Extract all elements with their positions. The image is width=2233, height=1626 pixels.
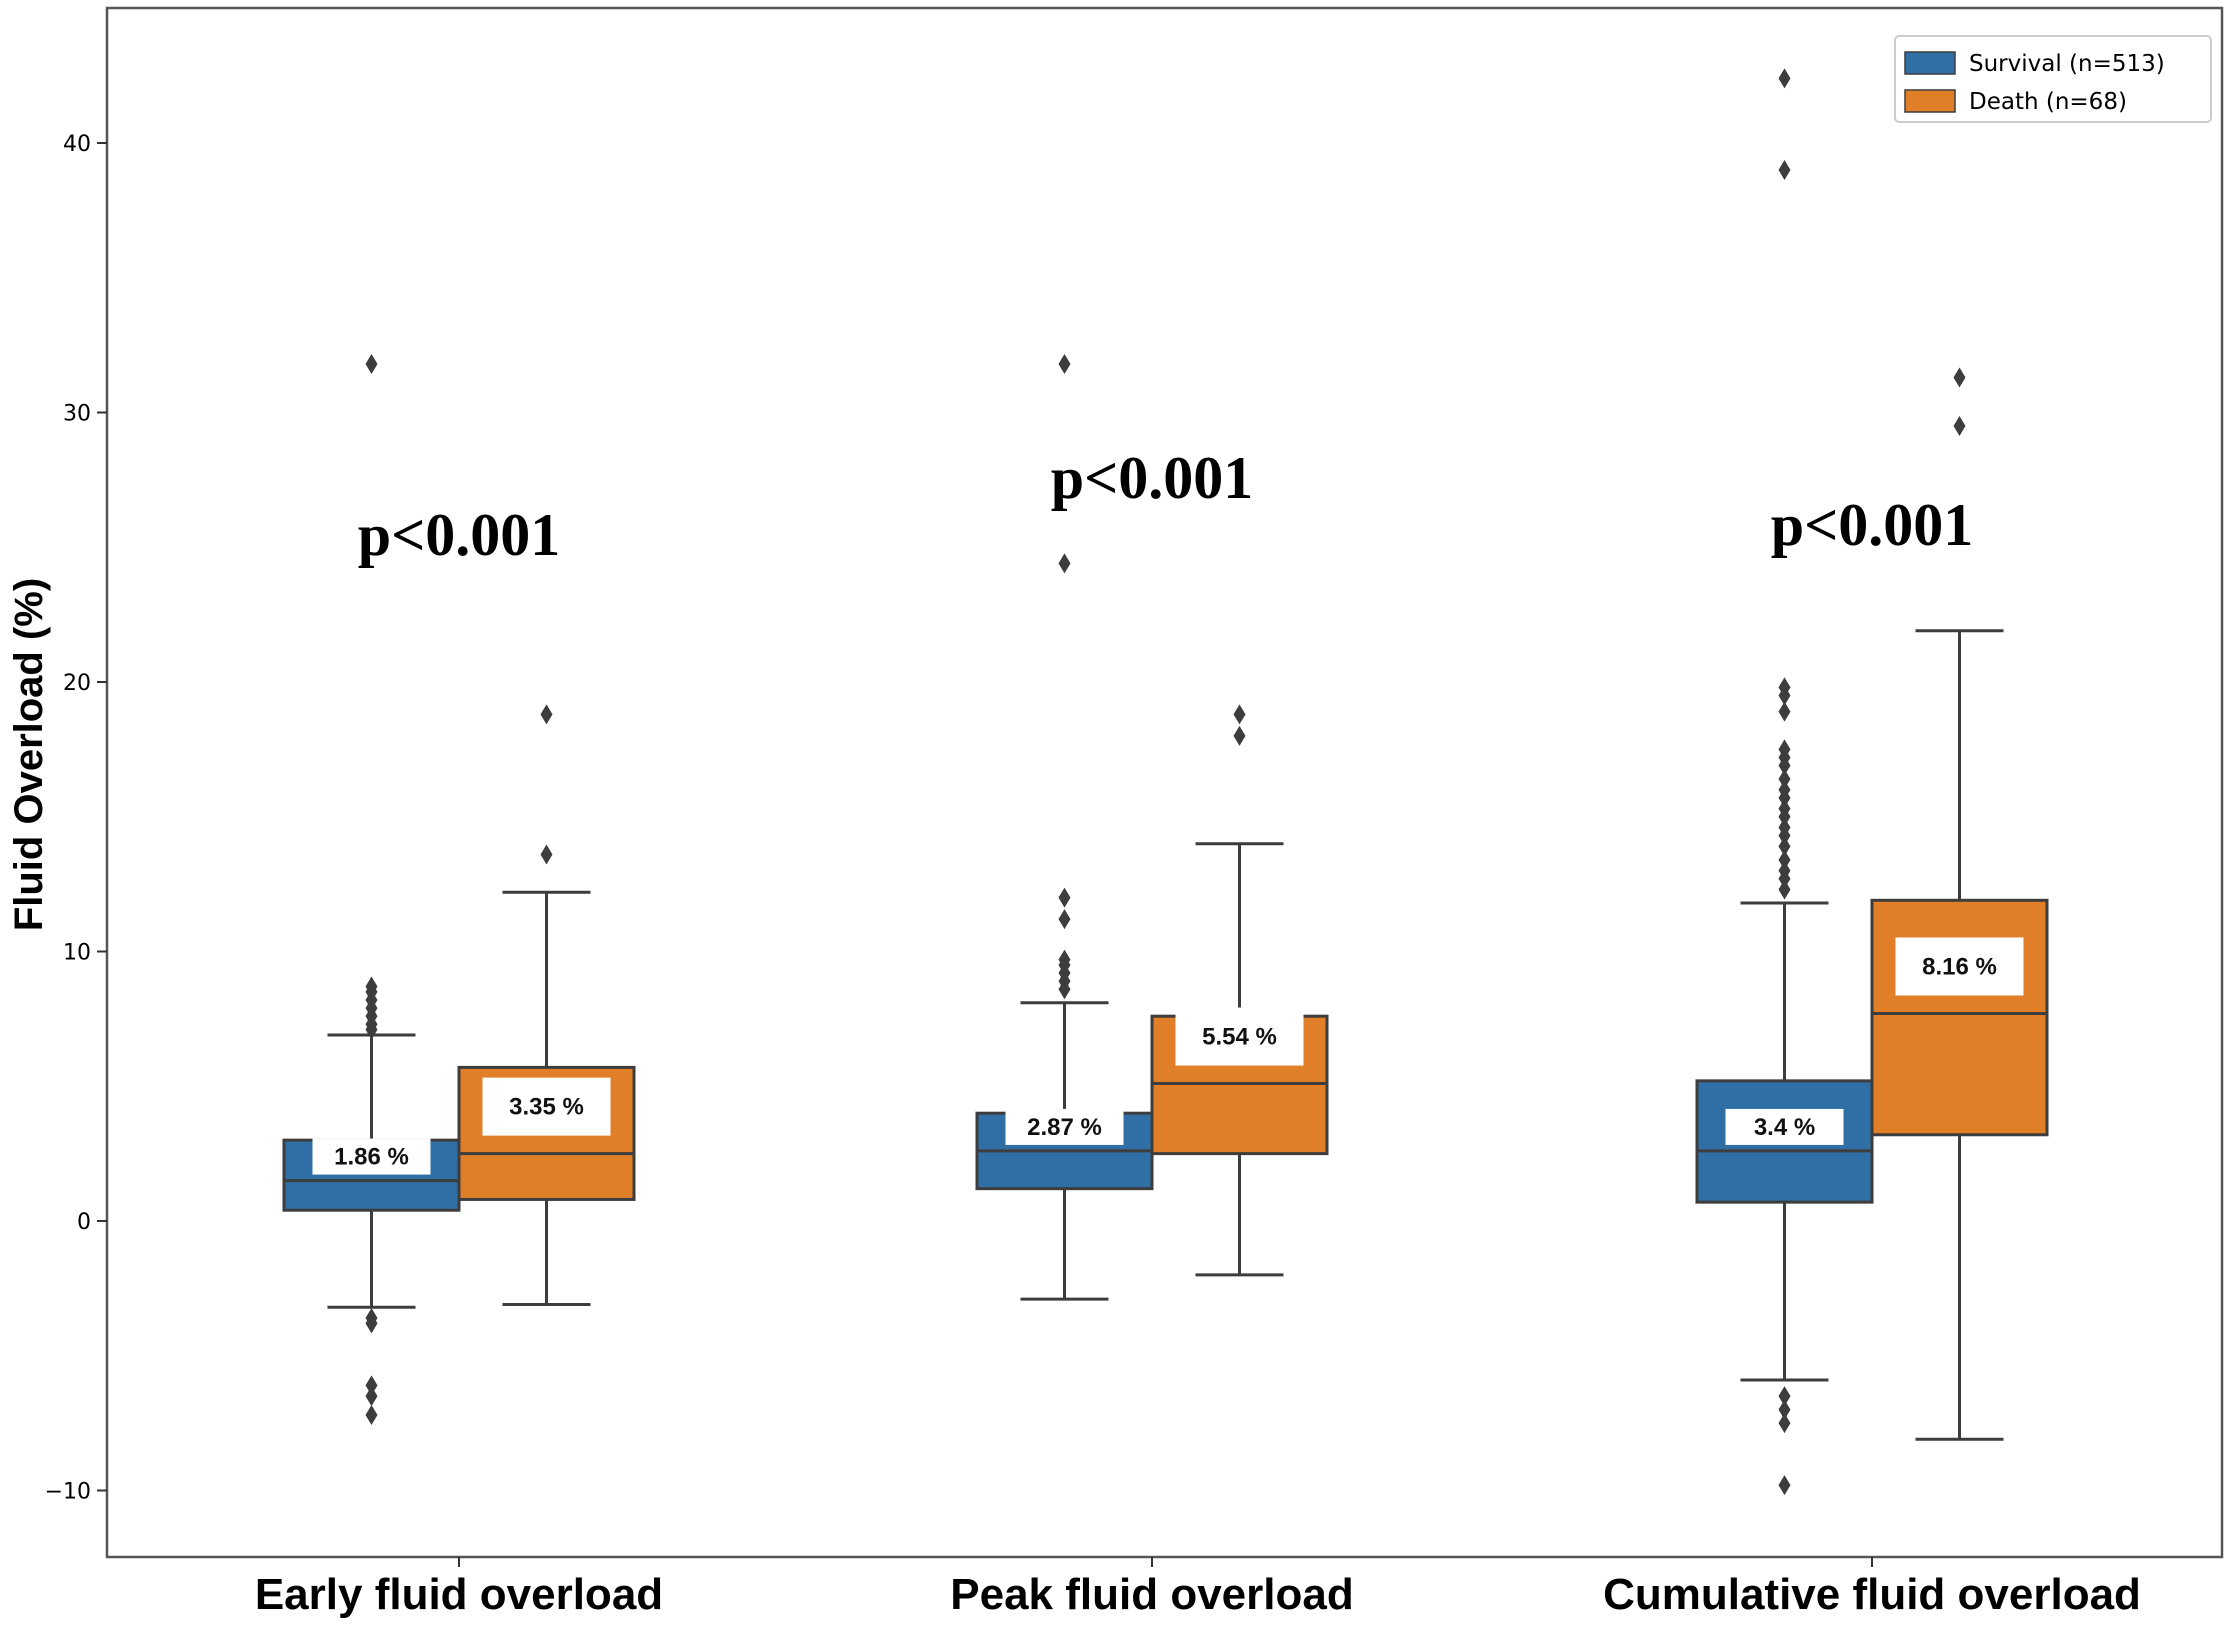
outlier-point: [1778, 860, 1791, 881]
outlier-point: [1953, 415, 1966, 436]
y-tick-label: 40: [63, 132, 91, 157]
outlier-point: [1058, 553, 1071, 574]
median-label-box: [1895, 937, 2024, 996]
median-label-box: [1175, 1007, 1304, 1066]
legend-frame: [1894, 35, 2212, 123]
box-survival: 2.87 %: [975, 353, 1154, 1301]
median-label: 2.87 %: [1027, 1114, 1102, 1141]
plot-frame: [105, 6, 2224, 1559]
legend-label: Death (n=68): [1969, 89, 2127, 115]
p-value-annotation: p<0.001: [1771, 492, 1974, 558]
outlier-point: [365, 1405, 378, 1426]
outlier-point: [1778, 701, 1791, 722]
outlier-point: [1058, 887, 1071, 908]
median-label-box: [1725, 1108, 1844, 1145]
outlier-point: [365, 1375, 378, 1396]
legend-label: Survival (n=513): [1969, 51, 2165, 77]
median-label: 1.86 %: [334, 1144, 409, 1171]
outlier-point: [1778, 1386, 1791, 1407]
box-death: 8.16 %: [1870, 367, 2049, 1441]
outlier-point: [1778, 879, 1791, 900]
y-axis-label: Fluid Overload (%): [7, 578, 51, 931]
outlier-point: [1778, 817, 1791, 838]
outlier-point: [1778, 68, 1791, 89]
outlier-point: [1233, 704, 1246, 725]
outlier-point: [365, 976, 378, 997]
outlier-point: [1953, 367, 1966, 388]
box-survival: 1.86 %: [282, 353, 461, 1426]
legend: Survival (n=513) Death (n=68): [1894, 35, 2212, 123]
outlier-point: [1778, 836, 1791, 857]
box-death: 3.35 %: [457, 704, 636, 1307]
median-label: 3.35 %: [509, 1094, 584, 1121]
x-category-label: Cumulative fluid overload: [1603, 1570, 2141, 1619]
outlier-point: [1778, 1413, 1791, 1434]
outlier-point: [540, 704, 553, 725]
outlier-point: [1058, 353, 1071, 374]
outlier-point: [365, 1386, 378, 1407]
outlier-point: [1778, 769, 1791, 790]
legend-swatch: [1904, 51, 1956, 75]
median-label-box: [312, 1138, 431, 1175]
outlier-point: [1778, 1399, 1791, 1420]
median-label-box: [1005, 1108, 1124, 1145]
median-label: 3.4 %: [1754, 1114, 1815, 1141]
outlier-point: [1778, 779, 1791, 800]
outlier-point: [1778, 159, 1791, 180]
y-tick-label: 0: [77, 1210, 91, 1235]
outlier-point: [1058, 909, 1071, 930]
box-death: 5.54 %: [1150, 704, 1329, 1277]
median-label: 8.16 %: [1922, 953, 1997, 980]
p-value-annotation: p<0.001: [358, 502, 561, 568]
outlier-point: [1233, 725, 1246, 746]
outlier-point: [1778, 677, 1791, 698]
y-tick-label: 30: [63, 402, 91, 427]
outlier-point: [365, 353, 378, 374]
y-tick-label: 20: [63, 671, 91, 696]
x-category-label: Early fluid overload: [255, 1570, 663, 1619]
outlier-point: [1778, 798, 1791, 819]
median-label-box: [482, 1077, 611, 1136]
box-survival: 3.4 %: [1695, 68, 1874, 1496]
p-value-annotation: p<0.001: [1051, 445, 1254, 511]
outlier-point: [1778, 849, 1791, 870]
y-tick-label: 10: [63, 941, 91, 966]
outlier-point: [1778, 739, 1791, 760]
outlier-point: [1778, 1475, 1791, 1496]
legend-swatch: [1904, 89, 1956, 113]
x-category-label: Peak fluid overload: [950, 1570, 1353, 1619]
box-iqr: [1870, 898, 2049, 1137]
outlier-point: [1058, 949, 1071, 970]
median-label: 5.54 %: [1202, 1024, 1277, 1051]
outlier-point: [540, 844, 553, 865]
y-tick-label: −10: [45, 1480, 91, 1505]
outlier-point: [365, 1313, 378, 1334]
